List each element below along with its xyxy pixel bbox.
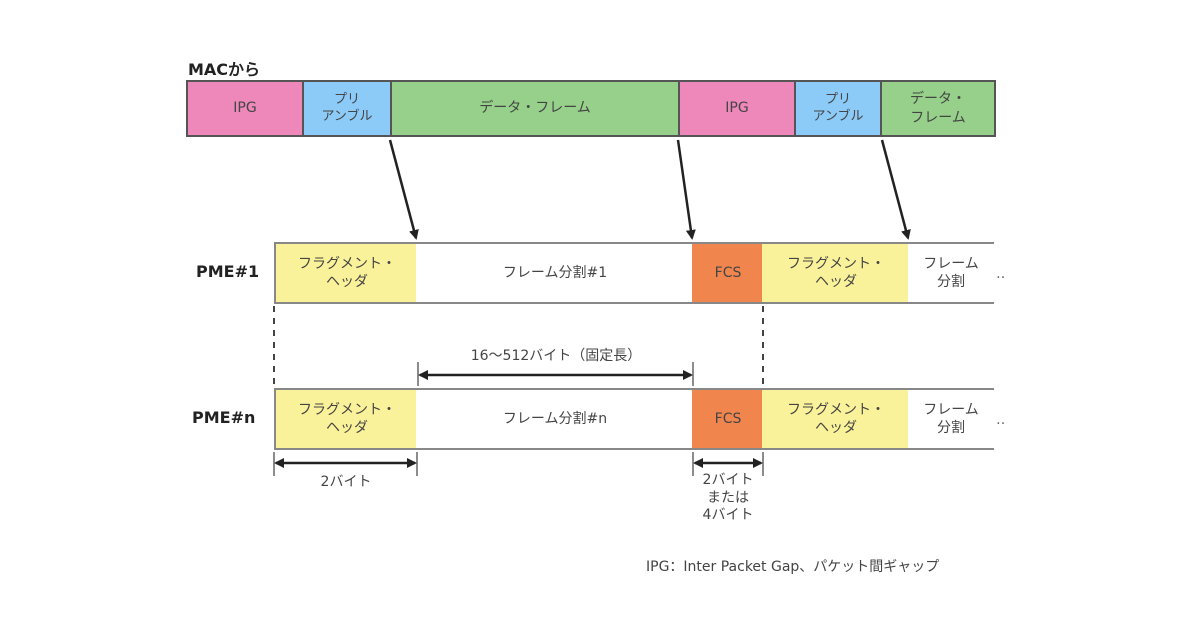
pme1-frame-segment: フレーム分割#1: [416, 242, 694, 304]
arrow-ipg-to-fcs: [676, 139, 696, 240]
pme1-continuation: ‥: [996, 266, 1006, 282]
pmen-next-fragment-header: フラグメント・ ヘッダ: [762, 388, 910, 450]
ipg-footnote: IPG：Inter Packet Gap、パケット間ギャップ: [646, 559, 940, 575]
ipg-block-2: IPG: [678, 80, 796, 137]
pme1-next-frame-segment: フレーム 分割: [908, 242, 994, 304]
header-size-label: 2バイト: [320, 474, 372, 490]
pme1-fcs: FCS: [692, 242, 764, 304]
pmen-fragment-header: フラグメント・ ヘッダ: [274, 388, 418, 450]
pme1-next-fragment-header: フラグメント・ ヘッダ: [762, 242, 910, 304]
pme1-fragment-header: フラグメント・ ヘッダ: [274, 242, 418, 304]
data-frame-block-2: データ・ フレーム: [880, 80, 996, 137]
pme1-label: PME#1: [196, 262, 260, 281]
pmen-label: PME#n: [192, 408, 256, 427]
arrow-preamble2-to-next-fragment: [880, 139, 911, 240]
pmen-fcs: FCS: [692, 388, 764, 450]
pmen-continuation: ‥: [996, 412, 1006, 428]
pmen-next-frame-segment: フレーム 分割: [908, 388, 994, 450]
data-frame-block-1: データ・フレーム: [390, 80, 680, 137]
fcs-size-label: 2バイト または 4バイト: [702, 472, 754, 523]
pmen-frame-segment: フレーム分割#n: [416, 388, 694, 450]
preamble-block-2: プリ アンブル: [794, 80, 882, 137]
segment-size-label: 16〜512バイト（固定長）: [470, 348, 642, 364]
mac-source-label: MACから: [188, 60, 261, 79]
arrow-preamble-to-fragment-start: [388, 139, 419, 240]
